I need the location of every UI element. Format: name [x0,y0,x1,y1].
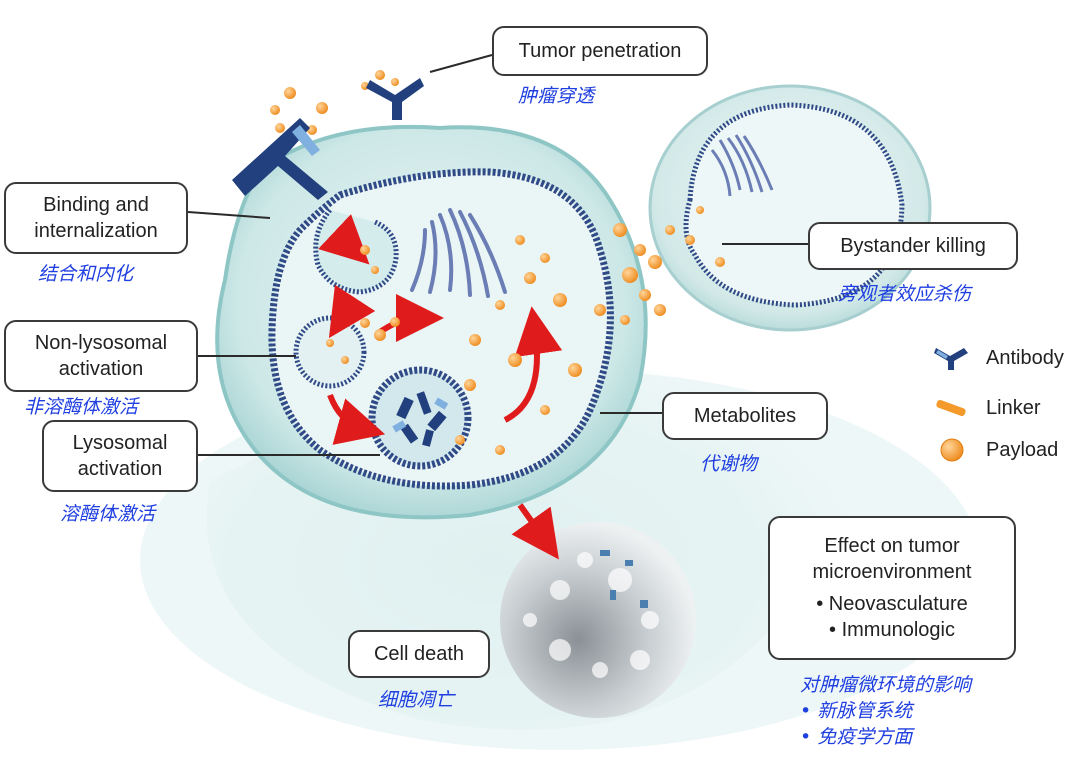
label-non-lysosomal-cn: 非溶酶体激活 [24,396,139,418]
legend-linker: Linker [932,393,1040,423]
leader-lines [187,54,808,456]
label-lysosomal-cn: 溶酶体激活 [60,503,156,525]
label-tumor-microenvironment: Effect on tumor microenvironment • Neova… [768,516,1016,660]
payload-particles [270,70,725,455]
label-binding-cn: 结合和内化 [38,263,134,285]
tumor-cell [215,124,648,520]
cell-death-debris [500,503,696,718]
label-metabolites-cn: 代谢物 [700,453,758,475]
label-tumor-penetration-cn: 肿瘤穿透 [518,85,595,107]
label-metabolites: Metabolites [662,392,828,440]
antibody-bound [232,118,328,200]
antibody-free [366,78,424,120]
label-lysosomal-activation: Lysosomal activation [42,420,198,492]
label-cell-death-cn: 细胞凋亡 [378,689,455,711]
label-binding-internalization: Binding and internalization [4,182,188,254]
antibody-icon [932,343,972,373]
label-microenvironment-cn: 对肿瘤微环境的影响 • 新脉管系统 • 免疫学方面 [800,674,972,748]
label-non-lysosomal-activation: Non-lysosomal activation [4,320,198,392]
legend-payload: Payload [932,435,1058,465]
payload-icon [932,435,972,465]
label-bystander-cn: 旁观者效应杀伤 [838,283,972,305]
linker-icon [932,393,972,423]
label-cell-death: Cell death [348,630,490,678]
legend-antibody: Antibody [932,343,1064,373]
label-bystander-killing: Bystander killing [808,222,1018,270]
label-tumor-penetration: Tumor penetration [492,26,708,76]
